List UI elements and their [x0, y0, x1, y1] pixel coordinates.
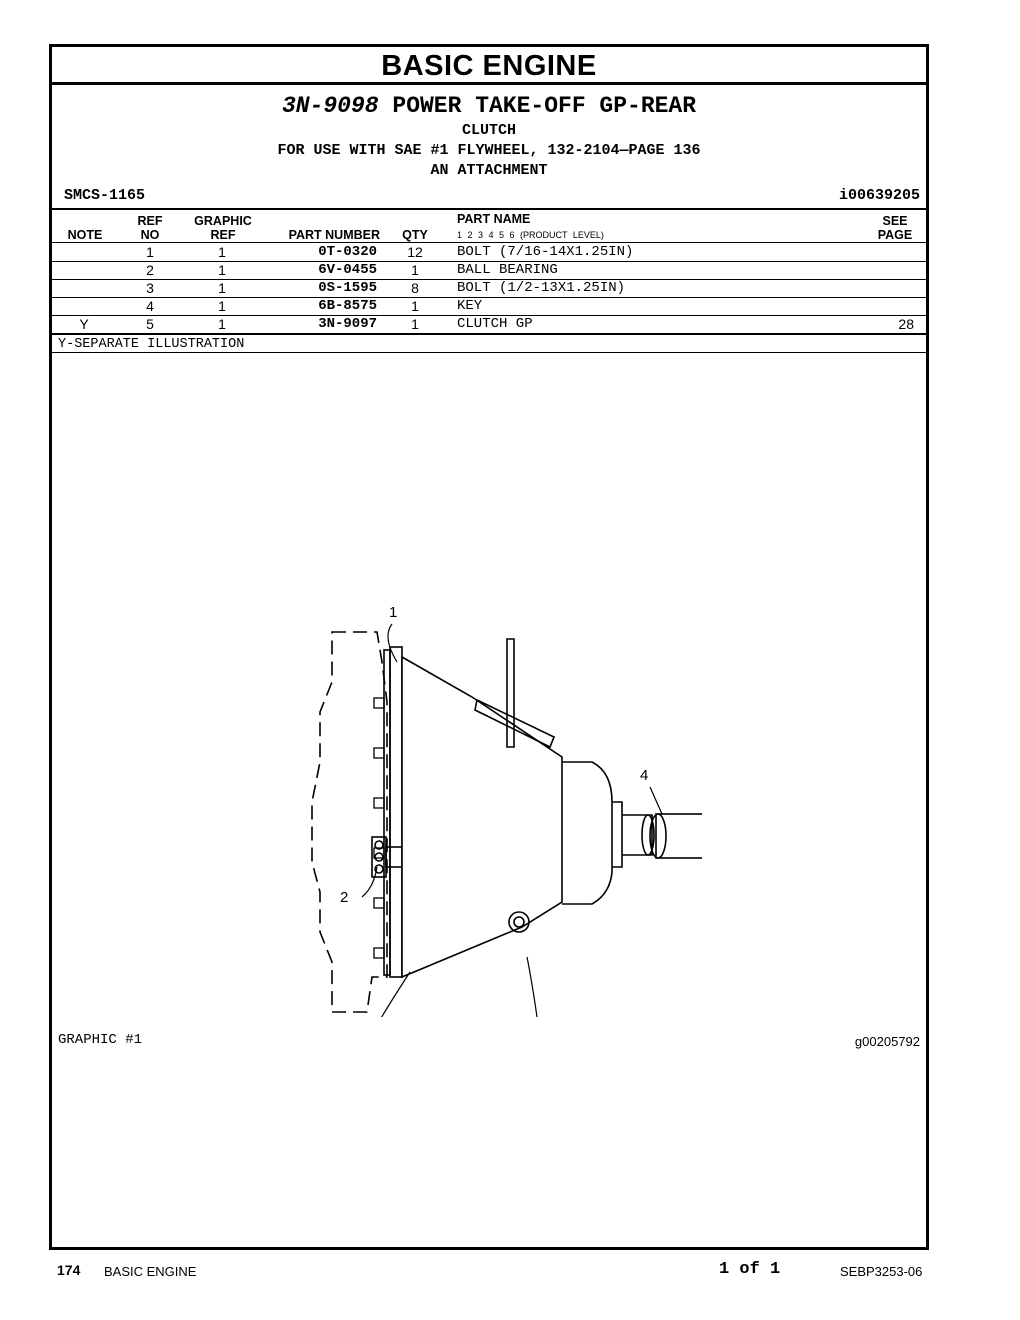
col-see-page-line2: PAGE [877, 228, 913, 242]
row4-part-name: KEY [457, 298, 483, 314]
row5-part-name: CLUTCH GP [457, 316, 533, 332]
footer-section: BASIC ENGINE [104, 1264, 197, 1279]
footnote-rule [52, 352, 926, 353]
col-graphic-ref-line2: REF [210, 228, 236, 242]
col-graphic-ref: GRAPHIC REF [186, 214, 260, 242]
col-part-number: PART NUMBER [288, 228, 380, 242]
inspection-plug [508, 911, 530, 933]
col-ref-no-line1: REF [137, 214, 163, 228]
row5-see-page: 28 [898, 316, 914, 332]
pto-housing [401, 655, 563, 979]
group-part-number: 3N-9098 [281, 93, 379, 119]
row2-graphic-ref: 1 [218, 262, 226, 278]
row5-qty: 1 [411, 316, 419, 332]
subtitle-line-2: FOR USE WITH SAE #1 FLYWHEEL, 132-2104—P… [277, 142, 701, 159]
callout-4: 4 [640, 767, 648, 784]
lever-bracket [474, 698, 556, 749]
row5-graphic-ref: 1 [218, 316, 226, 332]
product-level-header: 1 2 3 4 5 6 (PRODUCT LEVEL) [457, 230, 604, 240]
row3-part-name: BOLT (1/2-13X1.25IN) [457, 280, 626, 296]
row-rule [52, 315, 926, 316]
row5-ref-no: 5 [146, 316, 154, 332]
callout-1: 1 [389, 604, 397, 621]
footer-page-number: 174 [57, 1262, 81, 1278]
row1-graphic-ref: 1 [218, 244, 226, 260]
row-rule [52, 279, 926, 280]
footnote: Y-SEPARATE ILLUSTRATION [58, 337, 245, 352]
col-qty: QTY [402, 228, 428, 242]
ball-bearing [371, 836, 407, 878]
group-title: 3N-9098 POWER TAKE-OFF GP-REAR [52, 91, 926, 121]
row2-part-number: 6V-0455 [318, 262, 377, 278]
subtitle-line-1: CLUTCH [461, 122, 516, 139]
row5-part-number: 3N-9097 [318, 316, 377, 332]
row4-part-number: 6B-8575 [318, 298, 377, 314]
leader-4 [649, 786, 663, 815]
row1-part-name: BOLT (7/16-14X1.25IN) [457, 244, 634, 260]
smcs-code: SMCS-1165 [64, 187, 146, 204]
col-ref-no: REF NO [130, 214, 170, 242]
group-name: POWER TAKE-OFF GP-REAR [392, 93, 697, 119]
graphic-id: g00205792 [854, 1034, 920, 1049]
col-see-page-line1: SEE [882, 214, 908, 228]
leader-3 [380, 971, 411, 1017]
row3-qty: 8 [411, 280, 419, 296]
table-bottom-rule [52, 333, 926, 335]
leader-5 [526, 956, 538, 1017]
row3-part-number: 0S-1595 [318, 280, 377, 296]
parts-page-frame: BASIC ENGINE 3N-9098 POWER TAKE-OFF GP-R… [49, 44, 929, 1250]
row5-note: Y [79, 316, 89, 332]
table-top-rule [52, 208, 926, 210]
row2-qty: 1 [411, 262, 419, 278]
header-rule [52, 242, 926, 243]
row4-qty: 1 [411, 298, 419, 314]
info-id: i00639205 [838, 187, 920, 204]
row3-ref-no: 3 [146, 280, 154, 296]
graphic-label: GRAPHIC #1 [58, 1032, 143, 1048]
row2-part-name: BALL BEARING [457, 262, 558, 278]
pto-exploded-illustration: 1 2 3 4 5 [311, 604, 702, 1017]
row1-ref-no: 1 [146, 244, 154, 260]
row4-graphic-ref: 1 [218, 298, 226, 314]
adapter-flange [389, 646, 403, 978]
inspection-plug-inner [513, 916, 525, 928]
col-ref-no-line2: NO [140, 228, 160, 242]
col-part-name: PART NAME [457, 212, 531, 226]
output-shaft [622, 814, 653, 856]
col-see-page: SEE PAGE [870, 214, 920, 242]
footer-page-of: 1 of 1 [719, 1260, 781, 1279]
callout-2: 2 [340, 889, 348, 906]
housing-nose [562, 761, 613, 905]
col-graphic-ref-line1: GRAPHIC [194, 214, 252, 228]
col-note: NOTE [67, 228, 103, 242]
shaft-key [649, 813, 702, 859]
row-rule [52, 261, 926, 262]
leader-2 [361, 866, 378, 898]
row1-qty: 12 [407, 244, 423, 260]
row1-part-number: 0T-0320 [318, 244, 377, 260]
shaft-end [641, 814, 655, 856]
footer-doc-id: SEBP3253-06 [840, 1264, 923, 1279]
flywheel-housing-outline [311, 631, 388, 1013]
output-hub [612, 801, 623, 868]
row4-ref-no: 4 [146, 298, 154, 314]
row3-graphic-ref: 1 [218, 280, 226, 296]
row2-ref-no: 2 [146, 262, 154, 278]
section-title: BASIC ENGINE [52, 47, 926, 85]
leader-1 [387, 623, 398, 663]
control-lever [506, 638, 515, 748]
row-rule [52, 297, 926, 298]
subtitle-line-3: AN ATTACHMENT [430, 162, 548, 179]
